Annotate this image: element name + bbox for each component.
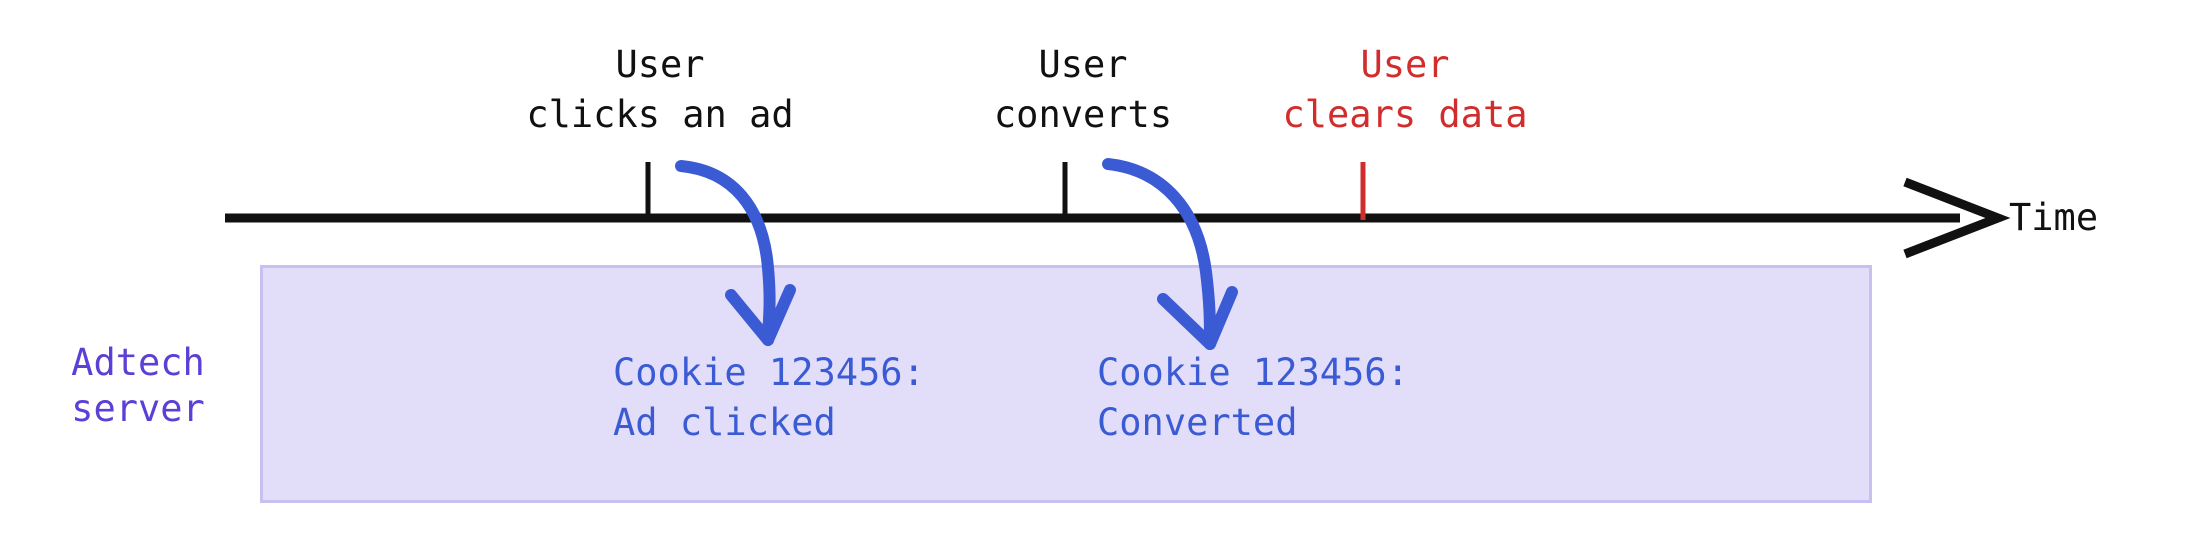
event-label-ad-click: User clicks an ad — [526, 43, 794, 136]
adtech-server-panel — [260, 265, 1872, 503]
log-entry-ad-clicked: Cookie 123456: Ad clicked — [613, 351, 925, 444]
timeline-arrowhead-icon — [1903, 177, 2011, 259]
log-entry-converted: Cookie 123456: Converted — [1097, 351, 1409, 444]
event-label-conversion: User converts — [993, 43, 1173, 136]
event-label-clears-data: User clears data — [1282, 43, 1528, 136]
adtech-server-label: Adtech server — [71, 341, 205, 430]
axis-label-time: Time — [2009, 196, 2099, 239]
